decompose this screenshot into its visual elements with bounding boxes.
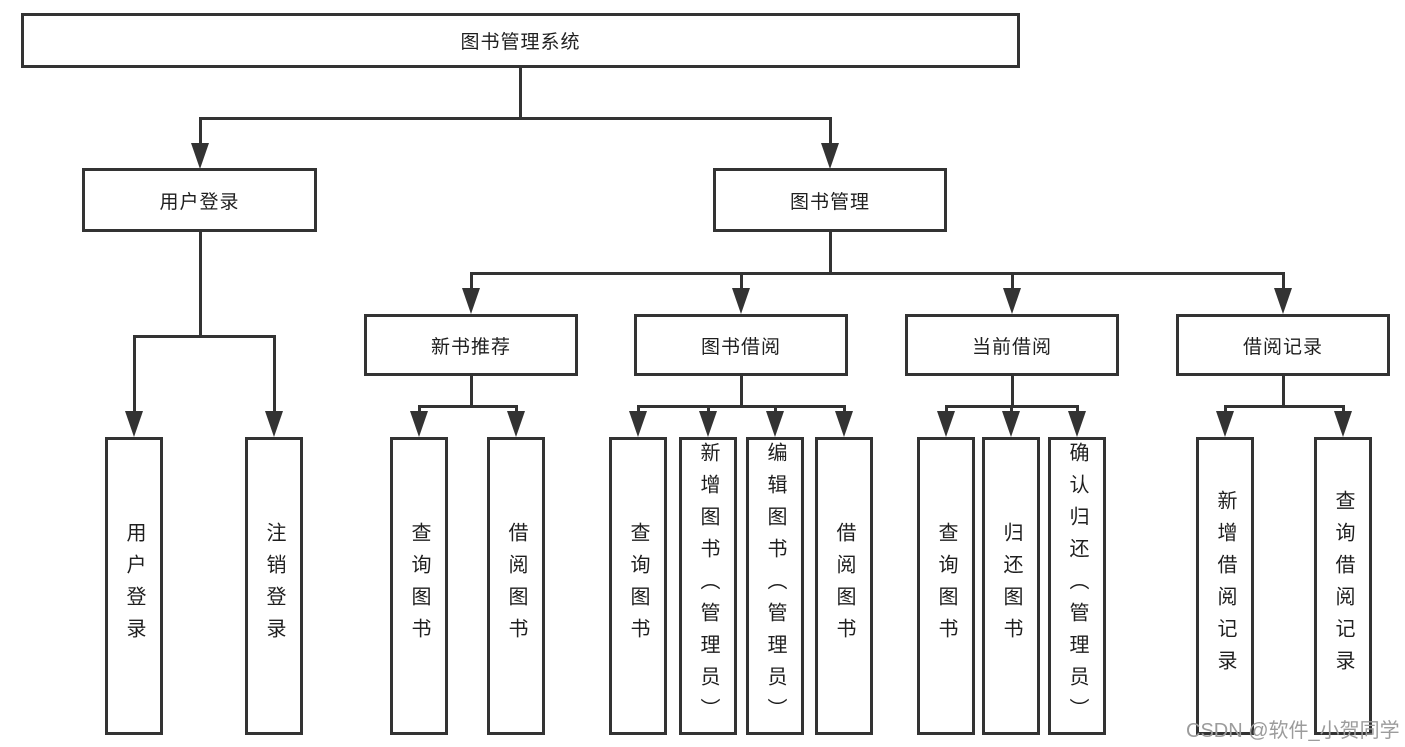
arrowhead-down-icon — [732, 288, 750, 314]
arrowhead-down-icon — [821, 143, 839, 169]
leaf-borrow-books: 借阅图书 — [815, 437, 873, 735]
connector-line — [1282, 376, 1285, 406]
connector-line — [1011, 376, 1014, 406]
arrowhead-down-icon — [191, 143, 209, 169]
arrowhead-down-icon — [265, 411, 283, 437]
connector-line — [470, 272, 473, 290]
arrowhead-down-icon — [507, 411, 525, 437]
node-borrow-records: 借阅记录 — [1176, 314, 1390, 376]
connector-line — [470, 272, 1284, 275]
arrowhead-down-icon — [1274, 288, 1292, 314]
leaf-add-books-admin: 新增图书（管理员） — [679, 437, 737, 735]
leaf-query-borrow-record: 查询借阅记录 — [1314, 437, 1372, 735]
arrowhead-down-icon — [410, 411, 428, 437]
arrowhead-down-icon — [1334, 411, 1352, 437]
arrowhead-down-icon — [462, 288, 480, 314]
arrowhead-down-icon — [937, 411, 955, 437]
node-current-borrow: 当前借阅 — [905, 314, 1119, 376]
connector-line — [740, 272, 743, 290]
leaf-return-books: 归还图书 — [982, 437, 1040, 735]
connector-line — [470, 376, 473, 406]
connector-line — [740, 376, 743, 406]
leaf-user-login: 用户登录 — [105, 437, 163, 735]
leaf-borrow-books-recommend: 借阅图书 — [487, 437, 545, 735]
connector-line — [133, 335, 136, 413]
connector-line — [199, 117, 831, 120]
connector-line — [199, 232, 202, 336]
arrowhead-down-icon — [1068, 411, 1086, 437]
arrowhead-down-icon — [699, 411, 717, 437]
node-user-login: 用户登录 — [82, 168, 317, 232]
connector-line — [519, 68, 522, 118]
arrowhead-down-icon — [835, 411, 853, 437]
connector-line — [637, 405, 640, 413]
connector-line — [637, 405, 846, 408]
connector-line — [1011, 272, 1014, 290]
arrowhead-down-icon — [1002, 411, 1020, 437]
leaf-add-borrow-record: 新增借阅记录 — [1196, 437, 1254, 735]
arrowhead-down-icon — [629, 411, 647, 437]
connector-line — [1342, 405, 1345, 413]
connector-line — [418, 405, 518, 408]
arrowhead-down-icon — [125, 411, 143, 437]
connector-line — [829, 117, 832, 146]
connector-line — [1282, 272, 1285, 290]
connector-line — [774, 405, 777, 413]
leaf-confirm-return-admin: 确认归还（管理员） — [1048, 437, 1106, 735]
csdn-watermark: CSDN @软件_小贺同学 — [1186, 720, 1400, 742]
connector-line — [418, 405, 421, 413]
leaf-edit-books-admin: 编辑图书（管理员） — [746, 437, 804, 735]
leaf-logout: 注销登录 — [245, 437, 303, 735]
connector-line — [133, 335, 275, 338]
leaf-query-books-borrow: 查询图书 — [609, 437, 667, 735]
connector-line — [843, 405, 846, 413]
leaf-query-books-recommend: 查询图书 — [390, 437, 448, 735]
node-new-book-recommend: 新书推荐 — [364, 314, 578, 376]
connector-line — [1076, 405, 1079, 413]
connector-line — [829, 232, 832, 273]
arrowhead-down-icon — [766, 411, 784, 437]
arrowhead-down-icon — [1216, 411, 1234, 437]
node-book-management: 图书管理 — [713, 168, 947, 232]
node-root-library-system: 图书管理系统 — [21, 13, 1020, 68]
connector-line — [945, 405, 948, 413]
connector-line — [273, 335, 276, 413]
arrowhead-down-icon — [1003, 288, 1021, 314]
connector-line — [515, 405, 518, 413]
connector-line — [707, 405, 710, 413]
connector-line — [199, 117, 202, 146]
node-book-borrow: 图书借阅 — [634, 314, 848, 376]
connector-line — [1224, 405, 1345, 408]
connector-line — [1010, 405, 1013, 413]
leaf-query-books-current: 查询图书 — [917, 437, 975, 735]
connector-line — [1224, 405, 1227, 413]
